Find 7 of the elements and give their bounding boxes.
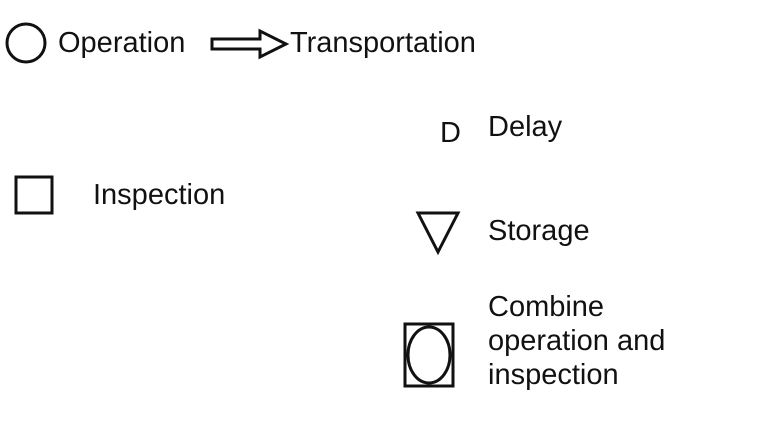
legend-label: Operation xyxy=(58,26,186,60)
legend-label: Inspection xyxy=(93,178,226,212)
legend-label: Combine operation and inspection xyxy=(488,290,666,392)
legend-label: Delay xyxy=(488,110,562,144)
delay-symbol: D xyxy=(440,116,461,150)
legend-label: Storage xyxy=(488,214,590,248)
legend-label: Transportation xyxy=(290,26,476,60)
